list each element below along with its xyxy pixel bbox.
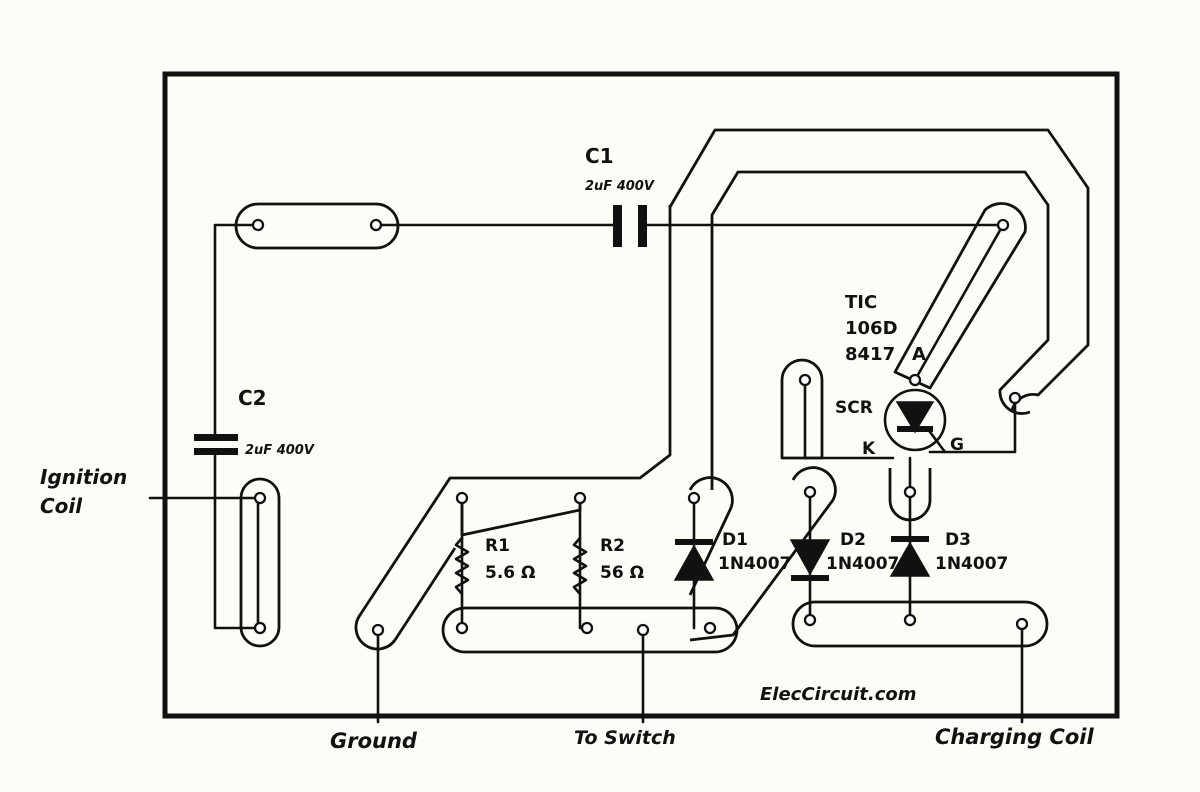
d1-bar: [675, 539, 713, 545]
r1-label: R1: [485, 536, 510, 556]
trace-resistor-top: [460, 498, 582, 537]
hole: [1015, 617, 1029, 631]
trace-top-left: [234, 202, 400, 250]
hole: [803, 613, 817, 627]
c1-plate-left: [613, 205, 622, 247]
d2-bar: [791, 575, 829, 581]
hole: [996, 218, 1010, 232]
scr-part-line2: 106D: [845, 318, 898, 339]
hole: [636, 623, 650, 637]
scr-gate-label: G: [950, 435, 964, 455]
wire-c2-top: [213, 223, 260, 438]
hole: [687, 491, 701, 505]
hole: [253, 621, 267, 635]
c2-label: C2: [238, 386, 267, 410]
c1-label: C1: [585, 144, 614, 168]
scr-cathode-label: K: [862, 439, 876, 459]
ignition-coil-label-1: Ignition: [40, 465, 127, 489]
scr-body: [883, 388, 947, 452]
scr-label: SCR: [835, 398, 873, 418]
scr-anode-label: A: [912, 344, 926, 365]
wire-anode: [913, 223, 1005, 382]
wire-gate: [928, 396, 1017, 454]
ignition-coil-label-2: Coil: [40, 494, 83, 518]
ground-label: Ground: [330, 729, 418, 753]
trace-anode-diagonal: [893, 202, 1027, 390]
hole: [803, 485, 817, 499]
d3-bar: [891, 536, 929, 542]
d2-diode: [789, 539, 831, 576]
trace-left-vertical: [239, 477, 281, 648]
d3-part: 1N4007: [935, 554, 1008, 574]
d3-diode: [889, 541, 931, 577]
r1-value: 5.6 Ω: [485, 563, 536, 583]
scr-gate-lead: [928, 430, 947, 454]
hole: [798, 373, 812, 387]
hole: [903, 485, 917, 499]
d1-part: 1N4007: [718, 554, 791, 574]
c2-plate-top: [194, 434, 238, 441]
trace-bottom-resistors: [441, 606, 739, 654]
c2-plate-bottom: [194, 448, 238, 455]
c1-value: 2uF 400V: [585, 179, 655, 194]
hole: [253, 491, 267, 505]
hole: [371, 623, 385, 637]
d1-label: D1: [722, 530, 748, 550]
wire-cathode-link: [803, 378, 895, 460]
r2-label: R2: [600, 536, 625, 556]
watermark: ElecCircuit.com: [760, 684, 917, 705]
hole: [703, 621, 717, 635]
trace-d2-diagonal: [689, 466, 837, 642]
trace-d1-diagonal: [688, 476, 734, 596]
scr-part-line3: 8417: [845, 344, 895, 365]
hole: [580, 621, 594, 635]
charging-coil-label: Charging Coil: [935, 725, 1094, 749]
c1-plate-right: [638, 205, 647, 247]
hole: [455, 491, 469, 505]
d2-label: D2: [840, 530, 866, 550]
r1-resistor: [454, 536, 470, 596]
d2-part: 1N4007: [826, 554, 899, 574]
scr-triangle: [895, 401, 935, 434]
hole: [908, 373, 922, 387]
board-outline: [162, 71, 1120, 719]
trace-outer-loop-2: [354, 205, 672, 651]
r2-resistor: [572, 536, 588, 596]
hole: [903, 613, 917, 627]
trace-inner-loop: [710, 170, 1050, 490]
hole: [573, 491, 587, 505]
wire-c2-bottom: [213, 450, 262, 630]
to-switch-label: To Switch: [574, 727, 676, 749]
trace-d2-d3-bottom: [791, 600, 1049, 648]
d3-label: D3: [945, 530, 971, 550]
hole: [251, 218, 265, 232]
r2-value: 56 Ω: [600, 563, 644, 583]
scr-part-line1: TIC: [845, 292, 877, 313]
scr-bar: [897, 426, 933, 432]
hole: [1008, 391, 1022, 405]
trace-mid-right-pad: [780, 358, 824, 460]
hole: [369, 218, 383, 232]
hole: [455, 621, 469, 635]
c2-value: 2uF 400V: [245, 443, 315, 458]
d1-diode: [673, 544, 715, 581]
